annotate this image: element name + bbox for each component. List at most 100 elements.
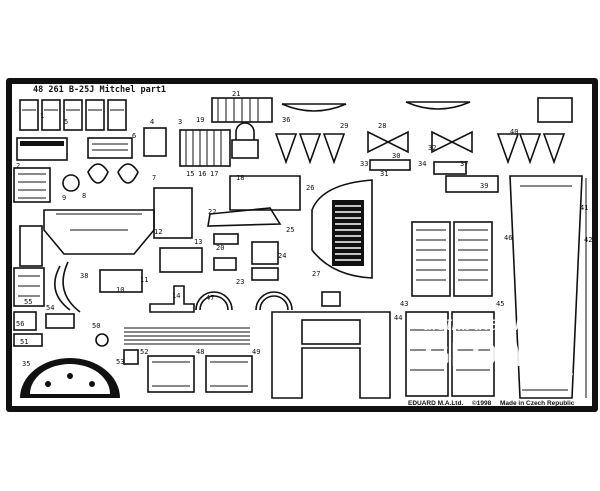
svg-text:47: 47	[206, 294, 214, 302]
latch-bracket	[235, 122, 255, 140]
svg-text:49: 49	[252, 348, 260, 356]
curved-strap	[54, 265, 71, 311]
svg-text:56: 56	[16, 320, 24, 328]
svg-text:38: 38	[80, 272, 88, 280]
svg-text:22: 22	[208, 208, 216, 216]
svg-text:25: 25	[286, 226, 294, 234]
triangle-gussets	[274, 133, 566, 165]
svg-text:17: 17	[210, 170, 218, 178]
svg-text:45: 45	[496, 300, 504, 308]
svg-text:55: 55	[24, 298, 32, 306]
vent-bulkhead	[311, 179, 373, 279]
seat-frames	[19, 99, 127, 131]
svg-text:21: 21	[232, 90, 240, 98]
radio-panel	[13, 167, 51, 203]
svg-text:37: 37	[460, 160, 468, 168]
svg-text:10: 10	[116, 286, 124, 294]
svg-text:40: 40	[510, 128, 518, 136]
svg-text:distributed by: distributed by	[422, 314, 537, 335]
door-lower-left	[405, 311, 449, 397]
canopy-rail-1	[281, 103, 347, 112]
svg-text:14: 14	[172, 292, 180, 300]
map-case	[99, 269, 143, 293]
harness-loop-left	[87, 163, 109, 184]
svg-text:44: 44	[394, 314, 402, 322]
copyright-year: ©1998	[472, 399, 492, 407]
origin-imprint: Made in Czech Republic	[500, 400, 575, 407]
svg-text:26: 26	[306, 184, 314, 192]
svg-text:18: 18	[236, 174, 244, 182]
svg-text:2: 2	[16, 162, 20, 170]
tapered-bulkhead	[509, 175, 583, 399]
cushion-left	[147, 355, 195, 393]
bowtie-2	[431, 130, 473, 154]
armor-plate	[153, 187, 193, 239]
svg-text:31: 31	[380, 170, 388, 178]
throttle-quadrant	[87, 137, 133, 159]
instrument-strip	[20, 141, 64, 146]
bowtie-1	[367, 130, 409, 154]
svg-text:6: 6	[132, 132, 136, 140]
svg-text:50: 50	[92, 322, 100, 330]
door-lower-right	[451, 311, 495, 397]
svg-text:23: 23	[236, 278, 244, 286]
svg-text:32: 32	[428, 144, 436, 152]
svg-text:20: 20	[216, 244, 224, 252]
svg-text:12: 12	[154, 228, 162, 236]
u-bulkhead	[271, 311, 391, 399]
svg-text:52: 52	[140, 348, 148, 356]
svg-text:9: 9	[62, 194, 66, 202]
side-console	[19, 225, 43, 267]
svg-text:46: 46	[504, 234, 512, 242]
svg-text:33: 33	[360, 160, 368, 168]
sheet-title: 48 261 B-25J Mitchel part1	[33, 84, 166, 95]
svg-text:27: 27	[312, 270, 320, 278]
long-rods	[124, 327, 250, 345]
svg-text:7: 7	[152, 174, 156, 182]
svg-text:5: 5	[64, 118, 68, 126]
svg-text:8: 8	[82, 192, 86, 200]
foot-bar	[45, 313, 75, 329]
part-number-labels: 2 1 3 4 5 6 7 8 9 10 11 12 13 14 15 16 1…	[16, 90, 592, 368]
svg-text:53: 53	[116, 358, 124, 366]
svg-text:30: 30	[392, 152, 400, 160]
svg-text:19: 19	[196, 116, 204, 124]
vent-grill	[332, 200, 364, 266]
svg-text:42: 42	[584, 236, 592, 244]
svg-text:51: 51	[20, 338, 28, 346]
svg-text:GLOW2B: GLOW2B	[424, 336, 573, 374]
svg-text:54: 54	[46, 304, 54, 312]
strip-parts	[179, 97, 273, 167]
pedestal	[149, 285, 195, 313]
harness-loop-right	[117, 163, 139, 184]
svg-text:13: 13	[194, 238, 202, 246]
svg-text:3: 3	[178, 118, 182, 126]
arch-right	[255, 291, 293, 311]
svg-text:41: 41	[580, 204, 588, 212]
svg-text:35: 35	[22, 360, 30, 368]
storage-box	[13, 267, 45, 307]
svg-text:4: 4	[150, 118, 154, 126]
svg-text:34: 34	[418, 160, 426, 168]
instrument-panel	[16, 137, 68, 161]
top-right-plate	[537, 97, 573, 123]
maker-imprint: EDUARD M.A.Ltd.	[408, 400, 463, 407]
round-gauge	[62, 174, 80, 192]
bracket	[159, 247, 203, 273]
small-disc	[95, 333, 109, 347]
svg-text:11: 11	[140, 276, 148, 284]
svg-text:1: 1	[40, 112, 44, 120]
svg-text:15: 15	[186, 170, 194, 178]
svg-text:29: 29	[340, 122, 348, 130]
canopy-rail-2	[405, 101, 471, 110]
svg-text:43: 43	[400, 300, 408, 308]
svg-text:36: 36	[282, 116, 290, 124]
svg-text:39: 39	[480, 182, 488, 190]
svg-text:16: 16	[198, 170, 206, 178]
svg-text:48: 48	[196, 348, 204, 356]
cushion-right	[205, 355, 253, 393]
svg-text:24: 24	[278, 252, 286, 260]
arch-left	[195, 291, 233, 311]
svg-text:28: 28	[378, 122, 386, 130]
